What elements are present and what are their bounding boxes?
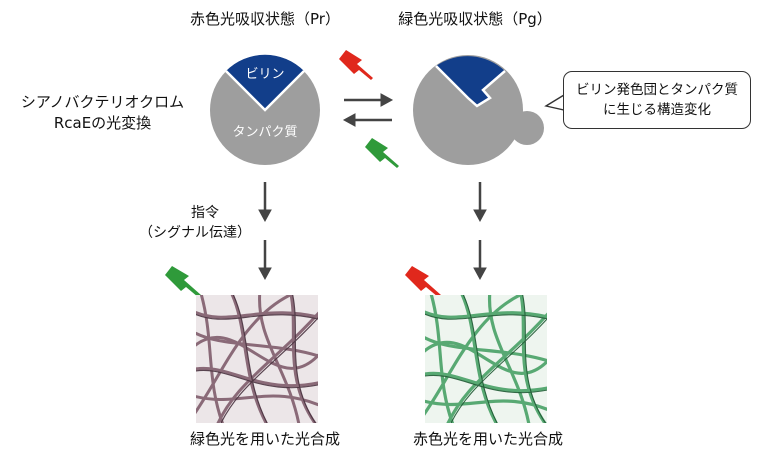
result-red-photosynthesis: 赤色光を用いた光合成 (412, 430, 563, 448)
pr-bilin-border (225, 70, 305, 112)
subject-label-line1: シアノバクテリオクロム (20, 93, 185, 111)
signal-label-line1: 指令 (191, 205, 219, 221)
pg-state-molecule (413, 55, 544, 165)
pg-state-title: 緑色光吸収状態（Pg） (398, 10, 552, 28)
structural-change-callout: ビリン発色団とタンパク質 に生じる構造変化 (563, 71, 751, 129)
callout-tail (544, 93, 565, 111)
callout-line1: ビリン発色団とタンパク質 (576, 82, 738, 98)
pr-state-molecule (210, 54, 320, 165)
pr-bilin-wedge (226, 54, 304, 110)
lightning-bolt-green-icon (365, 138, 399, 168)
pg-bilin-shape (436, 56, 505, 106)
subject-label-line2: RcaEの光変換 (53, 114, 152, 132)
arrow-down-icon (473, 182, 487, 281)
micrograph-purple-filaments (196, 295, 318, 423)
arrow-down-icon (258, 182, 272, 281)
lightning-bolt-red-icon (405, 266, 441, 297)
pr-state-title: 赤色光吸収状態（Pr） (190, 10, 340, 28)
pg-protein-bump (510, 111, 544, 145)
lightning-bolt-green-icon (165, 266, 201, 297)
pr-protein-label: タンパク質 (232, 125, 298, 140)
signal-label-line2: （シグナル伝達） (139, 225, 251, 241)
pr-bilin-label: ビリン (245, 67, 285, 82)
micrograph-green-filaments (425, 295, 547, 423)
callout-line2: に生じる構造変化 (603, 102, 711, 118)
lightning-bolt-red-icon (339, 50, 373, 80)
reversible-arrow-icon (342, 93, 394, 127)
pg-bilin-border (435, 65, 506, 108)
result-green-photosynthesis: 緑色光を用いた光合成 (189, 430, 340, 448)
pg-protein-circle (413, 55, 523, 165)
